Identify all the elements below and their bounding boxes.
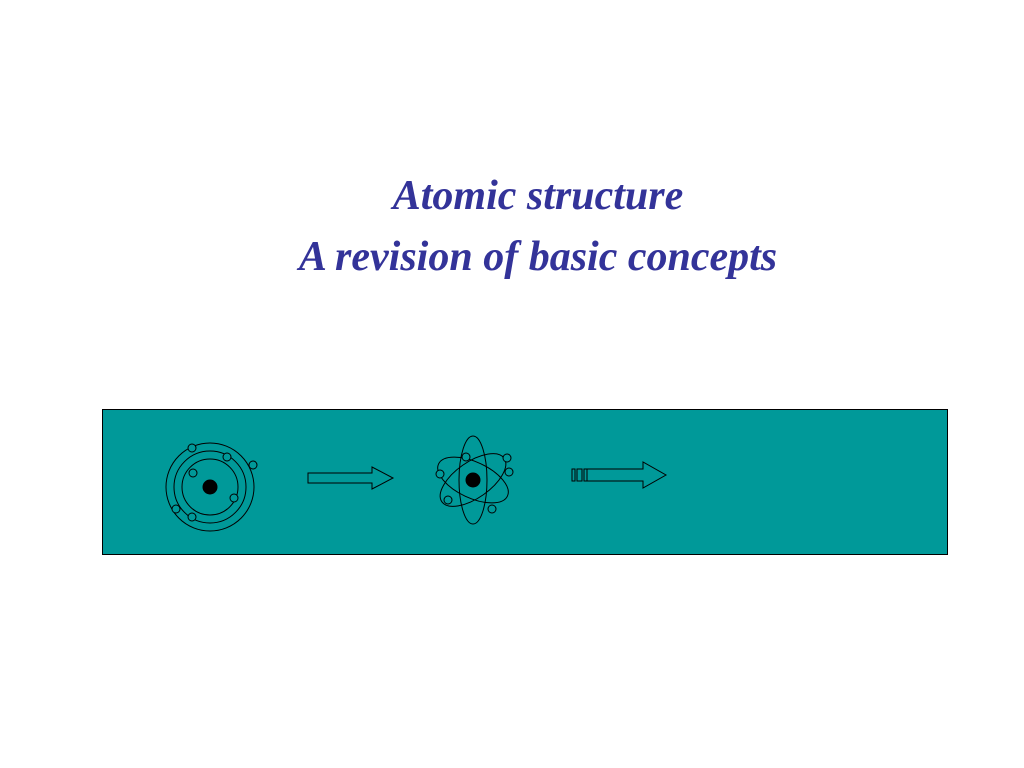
title-line-1: Atomic structure: [392, 173, 684, 219]
atom-models-illustration: [165, 435, 668, 532]
right-arrow-icon: [307, 466, 395, 490]
atom-models-banner: [102, 409, 948, 555]
striped-right-arrow-icon: [571, 461, 668, 489]
title-line-2: A revision of basic concepts: [298, 234, 778, 280]
orbital-atom-icon: [435, 435, 514, 525]
bohr-atom-icon: [165, 442, 258, 532]
slide-title: Atomic structure A revision of basic con…: [0, 166, 1024, 288]
